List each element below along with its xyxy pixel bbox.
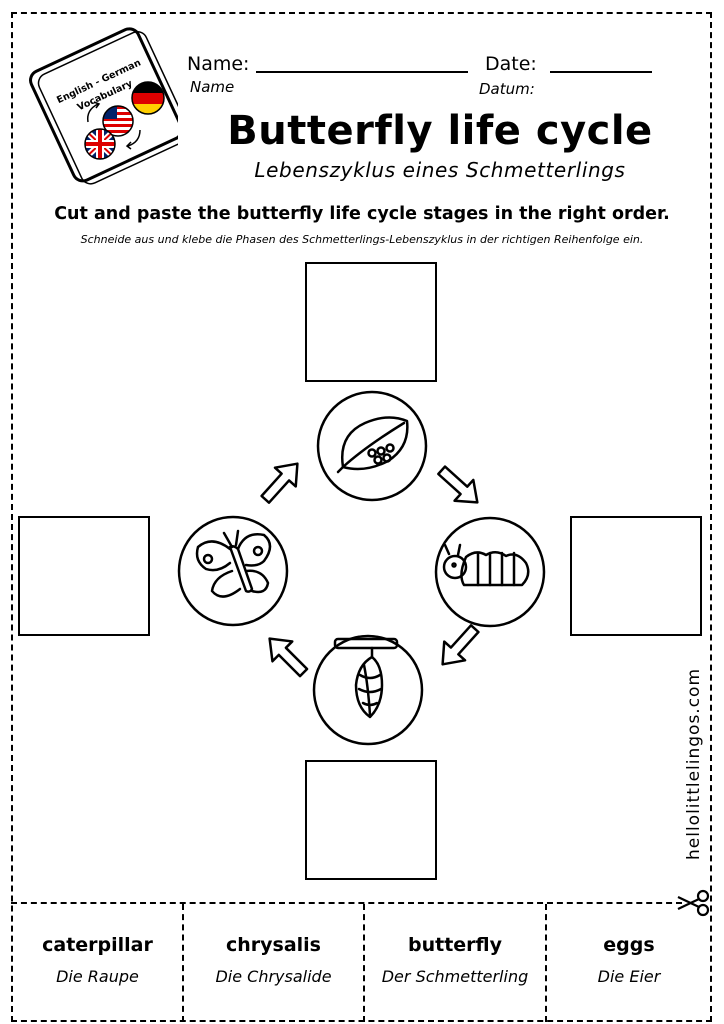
paste-box-top[interactable]	[305, 262, 437, 382]
card-chrysalis[interactable]: chrysalis Die Chrysalide	[184, 904, 363, 1022]
page-title: Butterfly life cycle	[227, 108, 653, 154]
butterfly-icon	[195, 529, 272, 598]
date-field[interactable]	[550, 71, 652, 73]
website-label: hellolittlelingos.com	[684, 667, 704, 860]
card-label-de: Die Raupe	[56, 967, 139, 986]
card-label-de: Die Chrysalide	[215, 967, 332, 986]
card-butterfly[interactable]: butterfly Der Schmetterling	[365, 904, 545, 1022]
paste-box-right[interactable]	[570, 516, 702, 636]
name-label: Name:	[187, 53, 250, 75]
card-eggs[interactable]: eggs Die Eier	[547, 904, 711, 1022]
stage-butterfly-circle	[177, 515, 289, 627]
caterpillar-icon	[442, 543, 530, 587]
leaf-with-eggs-icon	[336, 416, 409, 474]
stage-caterpillar-circle	[434, 516, 546, 628]
date-label-de: Datum:	[479, 80, 535, 98]
language-flags-badge-icon: English - German Vocabulary	[29, 27, 178, 185]
paste-box-left[interactable]	[18, 516, 150, 636]
name-field[interactable]	[256, 71, 468, 73]
card-label: chrysalis	[225, 934, 321, 956]
card-caterpillar[interactable]: caterpillar Die Raupe	[13, 904, 182, 1022]
arrow-butterfly-to-eggs-icon	[260, 462, 299, 504]
chrysalis-icon	[333, 637, 399, 719]
page-subtitle: Lebenszyklus eines Schmetterlings	[254, 158, 626, 182]
name-label-de: Name	[190, 78, 235, 96]
cut-line	[11, 902, 682, 904]
card-divider	[545, 904, 547, 1022]
stage-eggs-circle	[316, 390, 428, 502]
stage-chrysalis-circle	[312, 634, 424, 746]
card-label-de: Die Eier	[597, 967, 661, 986]
date-label: Date:	[485, 53, 537, 75]
arrow-chrysalis-to-butterfly-icon	[268, 637, 309, 678]
instruction: Cut and paste the butterfly life cycle s…	[54, 204, 670, 224]
card-label-de: Der Schmetterling	[381, 967, 529, 986]
arrow-eggs-to-caterpillar-icon	[437, 465, 479, 504]
card-divider	[363, 904, 365, 1022]
card-label: butterfly	[407, 934, 503, 956]
card-divider	[182, 904, 184, 1022]
scissors-icon	[677, 889, 710, 917]
card-label: caterpillar	[42, 934, 153, 956]
arrow-caterpillar-to-chrysalis-icon	[441, 624, 480, 666]
worksheet-border	[11, 12, 712, 1022]
paste-box-bottom[interactable]	[305, 760, 437, 880]
life-cycle-diagram	[177, 390, 546, 746]
card-label: eggs	[603, 934, 655, 956]
instruction-de: Schneide aus und klebe die Phasen des Sc…	[80, 233, 644, 246]
